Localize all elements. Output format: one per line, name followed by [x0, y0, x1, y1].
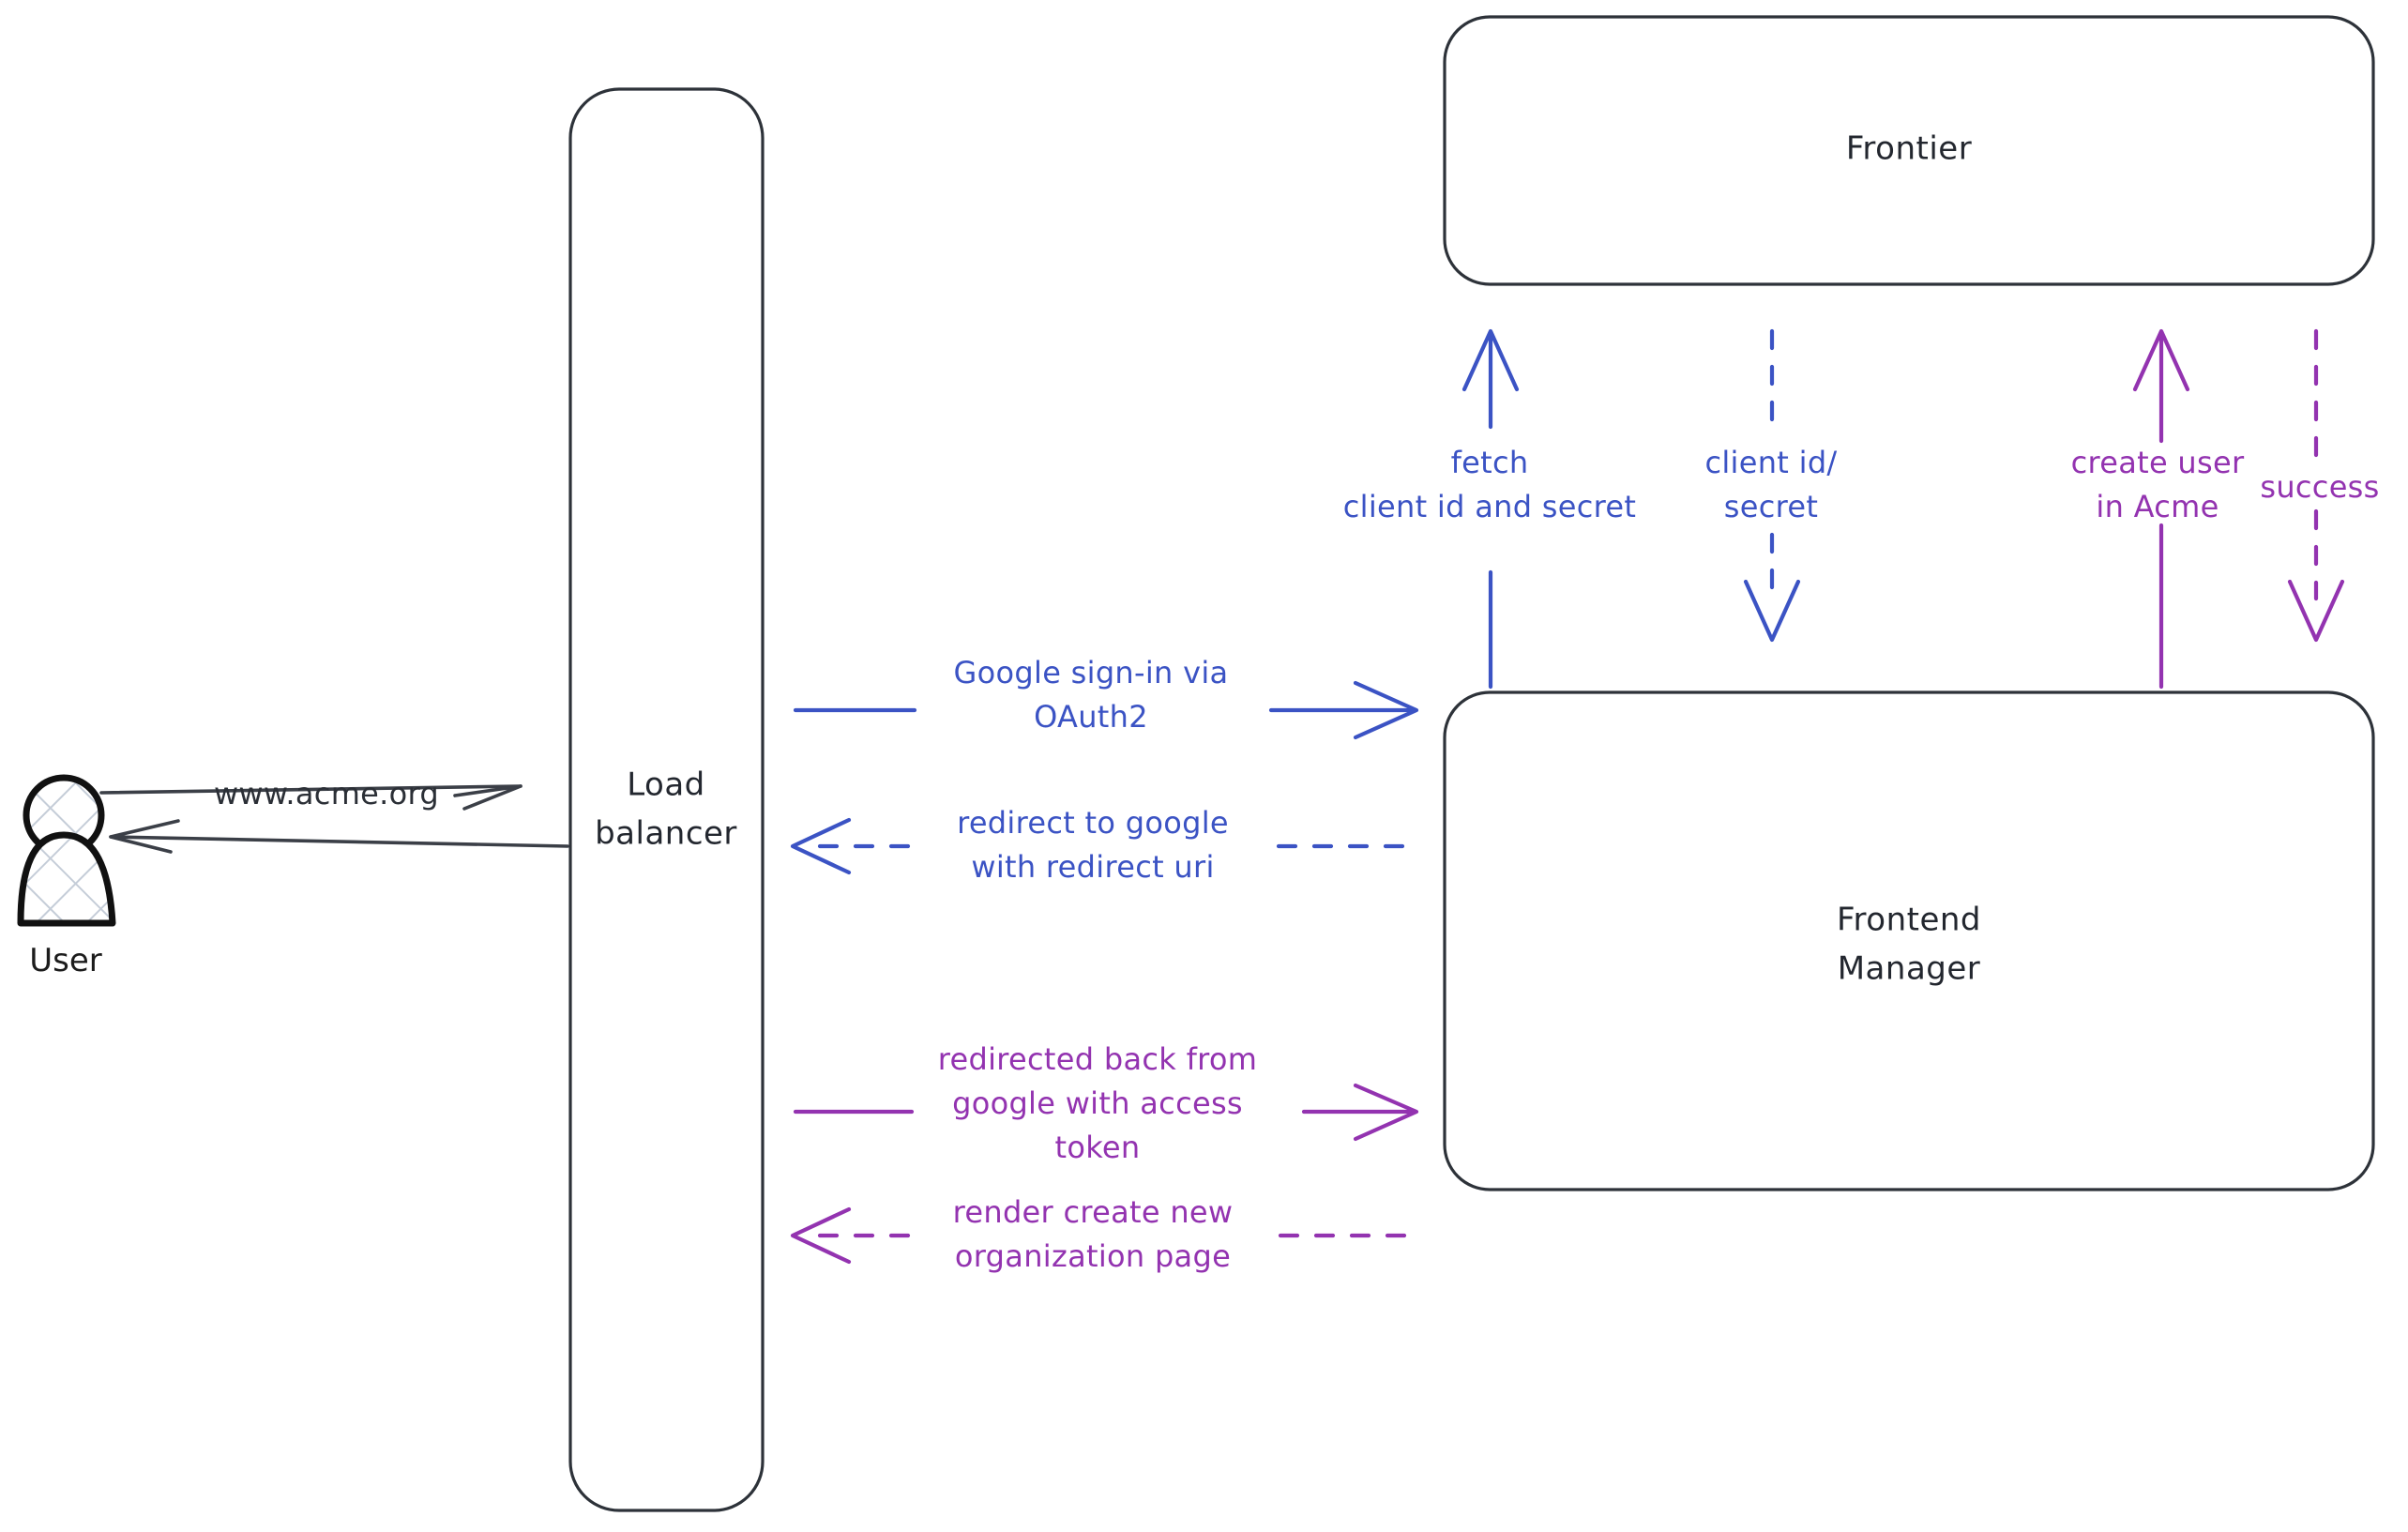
node-frontier[interactable]: Frontier: [1443, 15, 2375, 286]
edge-lb-to-user[interactable]: [109, 819, 569, 854]
edge-signin-label-line1: Google sign-in via: [954, 655, 1229, 690]
edge-success-label: success: [2260, 469, 2379, 505]
frontend-manager-label-line2: Manager: [1838, 950, 1981, 988]
edge-user-to-lb-label: www.acme.org: [214, 776, 439, 812]
edge-frontier-to-fm-success[interactable]: success: [2260, 328, 2379, 643]
edge-fetch-label-line1: fetch: [1451, 445, 1529, 480]
edge-create-user-label-line2: in Acme: [2096, 489, 2219, 524]
edge-creds-arrowhead: [1743, 579, 1801, 643]
edge-user-to-lb-line: [99, 784, 522, 795]
edge-signin-arrowhead: [1353, 680, 1419, 740]
load-balancer-label-line2: balancer: [595, 815, 737, 853]
edge-lb-to-user-line: [109, 835, 569, 848]
actor-user-label: User: [29, 942, 102, 979]
load-balancer-label-line1: Load: [627, 766, 705, 804]
edge-lb-to-user-arrowhead: [109, 819, 180, 854]
edge-signin-label-line2: OAuth2: [1034, 699, 1148, 735]
edge-success-arrowhead: [2287, 579, 2345, 643]
edge-fm-to-frontier-create-user[interactable]: create user in Acme: [2071, 328, 2245, 690]
edge-redirect-label-line2: with redirect uri: [971, 849, 1214, 885]
frontend-manager-box: [1443, 690, 2375, 1191]
edge-lb-to-fm-token[interactable]: redirected back from google with access …: [793, 1041, 1419, 1165]
edge-create-user-label-line1: create user: [2071, 445, 2245, 480]
edge-token-label-line2: google with access: [952, 1085, 1243, 1121]
edge-token-arrowhead: [1353, 1083, 1419, 1142]
edge-token-label-line1: redirected back from: [938, 1041, 1257, 1077]
node-load-balancer[interactable]: Load balancer: [568, 87, 765, 1512]
edge-render-label-line2: organization page: [955, 1238, 1231, 1274]
edge-render-label-line1: render create new: [953, 1194, 1234, 1230]
edge-fm-to-frontier-fetch[interactable]: fetch client id and secret: [1343, 328, 1636, 690]
edge-frontier-to-fm-creds[interactable]: client id/ secret: [1704, 328, 1837, 643]
edge-redirect-label-line1: redirect to google: [957, 805, 1229, 841]
edge-user-to-lb[interactable]: www.acme.org: [99, 776, 522, 812]
frontier-box: [1443, 15, 2375, 286]
edge-creds-label-line2: secret: [1724, 489, 1818, 524]
edge-fm-to-lb-redirect[interactable]: redirect to google with redirect uri: [790, 805, 1405, 885]
edge-create-user-arrowhead: [2132, 328, 2190, 392]
frontend-manager-label-line1: Frontend: [1837, 902, 1981, 939]
edge-fetch-label-line2: client id and secret: [1343, 489, 1636, 524]
edge-redirect-arrowhead: [790, 817, 852, 875]
edge-token-label-line3: token: [1055, 1130, 1141, 1165]
edge-user-to-lb-arrowhead: [453, 784, 522, 811]
frontier-label: Frontier: [1846, 130, 1972, 168]
edge-creds-label-line1: client id/: [1704, 445, 1837, 480]
load-balancer-box: [568, 87, 765, 1512]
edge-fm-to-lb-render[interactable]: render create new organization page: [790, 1194, 1407, 1274]
edge-lb-to-fm-signin[interactable]: Google sign-in via OAuth2: [793, 655, 1419, 740]
actor-user[interactable]: User: [17, 774, 116, 979]
node-frontend-manager[interactable]: Frontend Manager: [1443, 690, 2375, 1191]
user-body-icon: [17, 831, 116, 927]
edge-render-arrowhead: [790, 1206, 852, 1265]
edge-fetch-arrowhead: [1461, 328, 1520, 392]
